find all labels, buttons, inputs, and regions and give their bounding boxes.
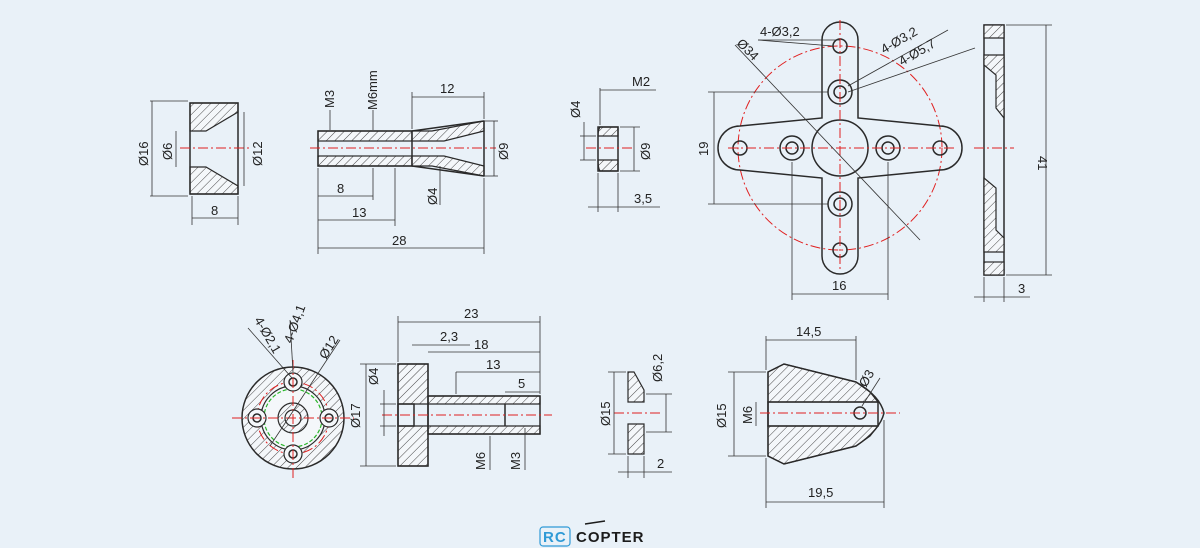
part1-d-inner: Ø6 — [160, 143, 175, 160]
part1-d-right: Ø12 — [250, 141, 265, 166]
logo-rc-text: RC — [543, 529, 567, 546]
part3-width: 3,5 — [634, 191, 652, 206]
part2-len-total: 28 — [392, 233, 406, 248]
part8-d-inner: Ø6,2 — [650, 354, 665, 382]
part8-d-outer: Ø15 — [598, 401, 613, 426]
part1-length: 8 — [211, 203, 218, 218]
part2-shaft-sleeve: M3 M6mm 12 Ø9 8 13 28 Ø4 — [310, 70, 511, 254]
part3-thread: M2 — [632, 74, 650, 89]
part7-len-a: 2,3 — [440, 329, 458, 344]
part9-len-total: 19,5 — [808, 485, 833, 500]
part7-len-b: 18 — [474, 337, 488, 352]
part1-d-outer: Ø16 — [136, 141, 151, 166]
part2-len-top: 12 — [440, 81, 454, 96]
part4-height: 19 — [696, 142, 711, 156]
part2-len-b: 13 — [352, 205, 366, 220]
part7-thread-b: M3 — [508, 452, 523, 470]
part2-thread2: M6mm — [365, 70, 380, 110]
part5-height: 41 — [1035, 156, 1050, 170]
part7-thread-a: M6 — [473, 452, 488, 470]
logo-copter-text: COPTER — [576, 529, 645, 546]
part9-d-outer: Ø15 — [714, 403, 729, 428]
part8-washer: Ø15 Ø6,2 2 — [598, 354, 672, 478]
part4-circle: Ø34 — [734, 36, 762, 64]
part8-thickness: 2 — [657, 456, 664, 471]
part9-len-top: 14,5 — [796, 324, 821, 339]
part6-circle: Ø12 — [316, 333, 342, 362]
part7-len-d: 5 — [518, 376, 525, 391]
part3-nut: Ø4 M2 Ø9 3,5 — [568, 74, 660, 212]
part4-width: 16 — [832, 278, 846, 293]
part9-spinner-cone: 14,5 Ø15 M6 Ø3 19,5 — [714, 324, 900, 508]
part3-d-top: Ø4 — [568, 101, 583, 118]
part2-d-right: Ø9 — [496, 143, 511, 160]
part6-holes-a: 4-Ø2,1 — [251, 314, 284, 356]
rc-copter-logo: RC COPTER — [539, 520, 645, 547]
part7-d-top: Ø4 — [366, 368, 381, 385]
part6-holes-b: 4-Ø4,1 — [281, 303, 309, 345]
part2-thread: M3 — [322, 90, 337, 108]
part1-cone-adapter: Ø16 Ø6 Ø12 8 — [136, 100, 265, 225]
part5-mount-side: 41 3 — [974, 24, 1052, 302]
part2-d-bore: Ø4 — [425, 188, 440, 205]
part5-thickness: 3 — [1018, 281, 1025, 296]
part7-d-outer: Ø17 — [348, 403, 363, 428]
part3-d-right: Ø9 — [638, 143, 653, 160]
part2-len-a: 8 — [337, 181, 344, 196]
part6-round-hub: 4-Ø2,1 4-Ø4,1 Ø12 — [232, 303, 354, 478]
part7-len-c: 13 — [486, 357, 500, 372]
part4-cross-mount: 4-Ø3,2 4-Ø3,2 4-Ø5,7 Ø34 19 16 — [696, 20, 976, 300]
part4-holes-a: 4-Ø3,2 — [760, 24, 800, 39]
part9-thread: M6 — [740, 406, 755, 424]
part7-hub-section: 23 2,3 18 13 5 Ø4 Ø17 M6 M3 — [348, 306, 552, 470]
part7-len-total: 23 — [464, 306, 478, 321]
